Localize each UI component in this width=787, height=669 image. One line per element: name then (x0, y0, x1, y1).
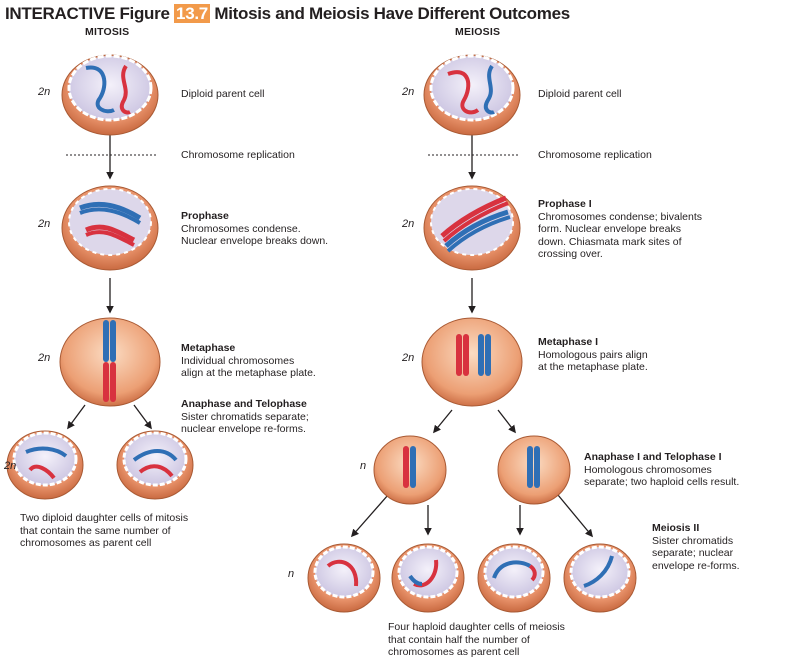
arrow (433, 409, 453, 434)
chromosome-blue (483, 64, 495, 115)
arrow (67, 404, 86, 430)
cell-meiosis-haploid (373, 435, 447, 505)
chromosome-red (84, 224, 136, 243)
arrow (557, 494, 593, 538)
ploidy-label: 2n (402, 86, 415, 98)
chromosome-blue (583, 555, 614, 588)
cell-mitosis-parent (61, 54, 159, 136)
chromosome-blue (79, 201, 142, 221)
figure-title: INTERACTIVE Figure 13.7 Mitosis and Meio… (5, 4, 570, 23)
ploidy-label: 2n (402, 352, 415, 364)
cell-meiosis-haploid (497, 435, 571, 505)
label-parent-cell: Diploid parent cell (181, 88, 265, 100)
chromosome-blue (132, 449, 178, 462)
chromosome-red (440, 195, 507, 238)
cell-meiosis-prophase (423, 185, 521, 271)
meiosis-column-heading: MEIOSIS (455, 26, 501, 38)
arrow (350, 494, 389, 538)
chromosome-red (138, 464, 174, 478)
mitosis-column-heading: MITOSIS (85, 26, 130, 38)
cell-meiosis-daughter (477, 543, 551, 613)
figure-number: 13.7 (174, 4, 210, 23)
chromosome-red (528, 564, 537, 582)
chromosome-blue (478, 334, 484, 376)
ploidy-label: 2n (38, 218, 51, 230)
cell-mitosis-daughter (116, 430, 194, 500)
ploidy-label: 2n (4, 460, 17, 472)
chromosome-red (447, 70, 480, 115)
cell-meiosis-daughter (307, 543, 381, 613)
chromosome-blue (408, 574, 423, 586)
chromosome-blue (85, 65, 115, 114)
cell-mitosis-metaphase (59, 317, 161, 407)
arrows (67, 135, 593, 538)
chromosome-blue (527, 446, 533, 488)
caption-meiosis-result: Four haploid daughter cells of meiosis t… (388, 621, 565, 658)
chromosome-blue (492, 560, 532, 579)
ploidy-label: 2n (38, 86, 51, 98)
label-parent-cell: Diploid parent cell (538, 88, 622, 100)
chromosome-red (456, 334, 462, 376)
arrow (133, 404, 152, 430)
cell-meiosis-daughter (563, 543, 637, 613)
chromosome-blue (444, 209, 509, 248)
ploidy-label: n (288, 568, 295, 580)
label-replication: Chromosome replication (538, 149, 652, 161)
cell-meiosis-metaphase (421, 317, 523, 407)
label-replication: Chromosome replication (181, 149, 295, 161)
chromosome-red (326, 559, 359, 587)
chromosome-red (119, 64, 131, 115)
cell-mitosis-prophase (61, 185, 159, 271)
ploidy-label: n (360, 460, 367, 472)
ploidy-label: 2n (402, 218, 415, 230)
caption-mitosis-result: Two diploid daughter cells of mitosis th… (20, 512, 189, 549)
cell-mitosis-daughter (6, 430, 84, 500)
cell-meiosis-daughter (391, 543, 465, 613)
cell-meiosis-parent (423, 54, 521, 136)
chromosome-blue (103, 320, 109, 362)
chromosome-red (103, 362, 109, 402)
ploidy-label: 2n (38, 352, 51, 364)
arrow (497, 409, 516, 434)
chromosome-red (403, 446, 409, 488)
chromosome-blue (25, 446, 68, 458)
chromosome-red (28, 464, 56, 480)
